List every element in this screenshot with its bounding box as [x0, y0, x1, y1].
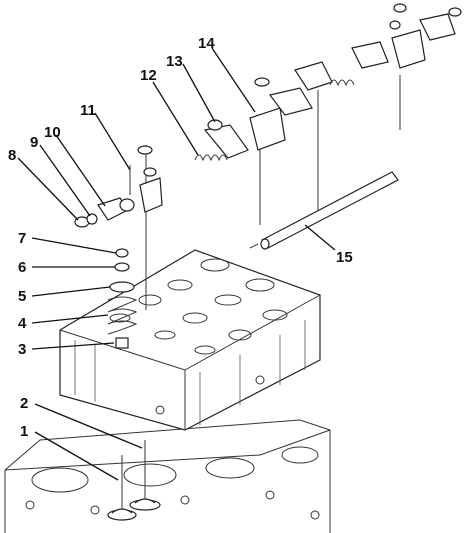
callout-labels: 1 2 3 4 5 6 7 8 9 10 11 12 13 14 15: [8, 35, 353, 440]
cylinder-head-icon: [59, 249, 321, 431]
callout-7: 7: [18, 230, 26, 247]
callout-14: 14: [198, 35, 215, 52]
callout-2: 2: [20, 395, 28, 412]
callout-5: 5: [18, 288, 26, 305]
valve-icon: [107, 440, 161, 521]
callout-4: 4: [18, 315, 27, 332]
callout-1: 1: [20, 423, 28, 440]
rocker-arm-icon: [74, 3, 462, 228]
rocker-shaft-icon: [249, 90, 399, 250]
callout-11: 11: [80, 102, 96, 119]
callout-6: 6: [18, 259, 26, 276]
callout-15: 15: [336, 249, 353, 266]
callout-10: 10: [44, 124, 61, 141]
callout-8: 8: [8, 147, 16, 164]
engine-block-icon: [4, 419, 331, 533]
callout-12: 12: [140, 67, 157, 84]
callout-3: 3: [18, 341, 26, 358]
callout-9: 9: [30, 134, 38, 151]
callout-13: 13: [166, 53, 183, 70]
leader-lines: [17, 47, 336, 481]
valve-spring-icon: [107, 248, 138, 349]
